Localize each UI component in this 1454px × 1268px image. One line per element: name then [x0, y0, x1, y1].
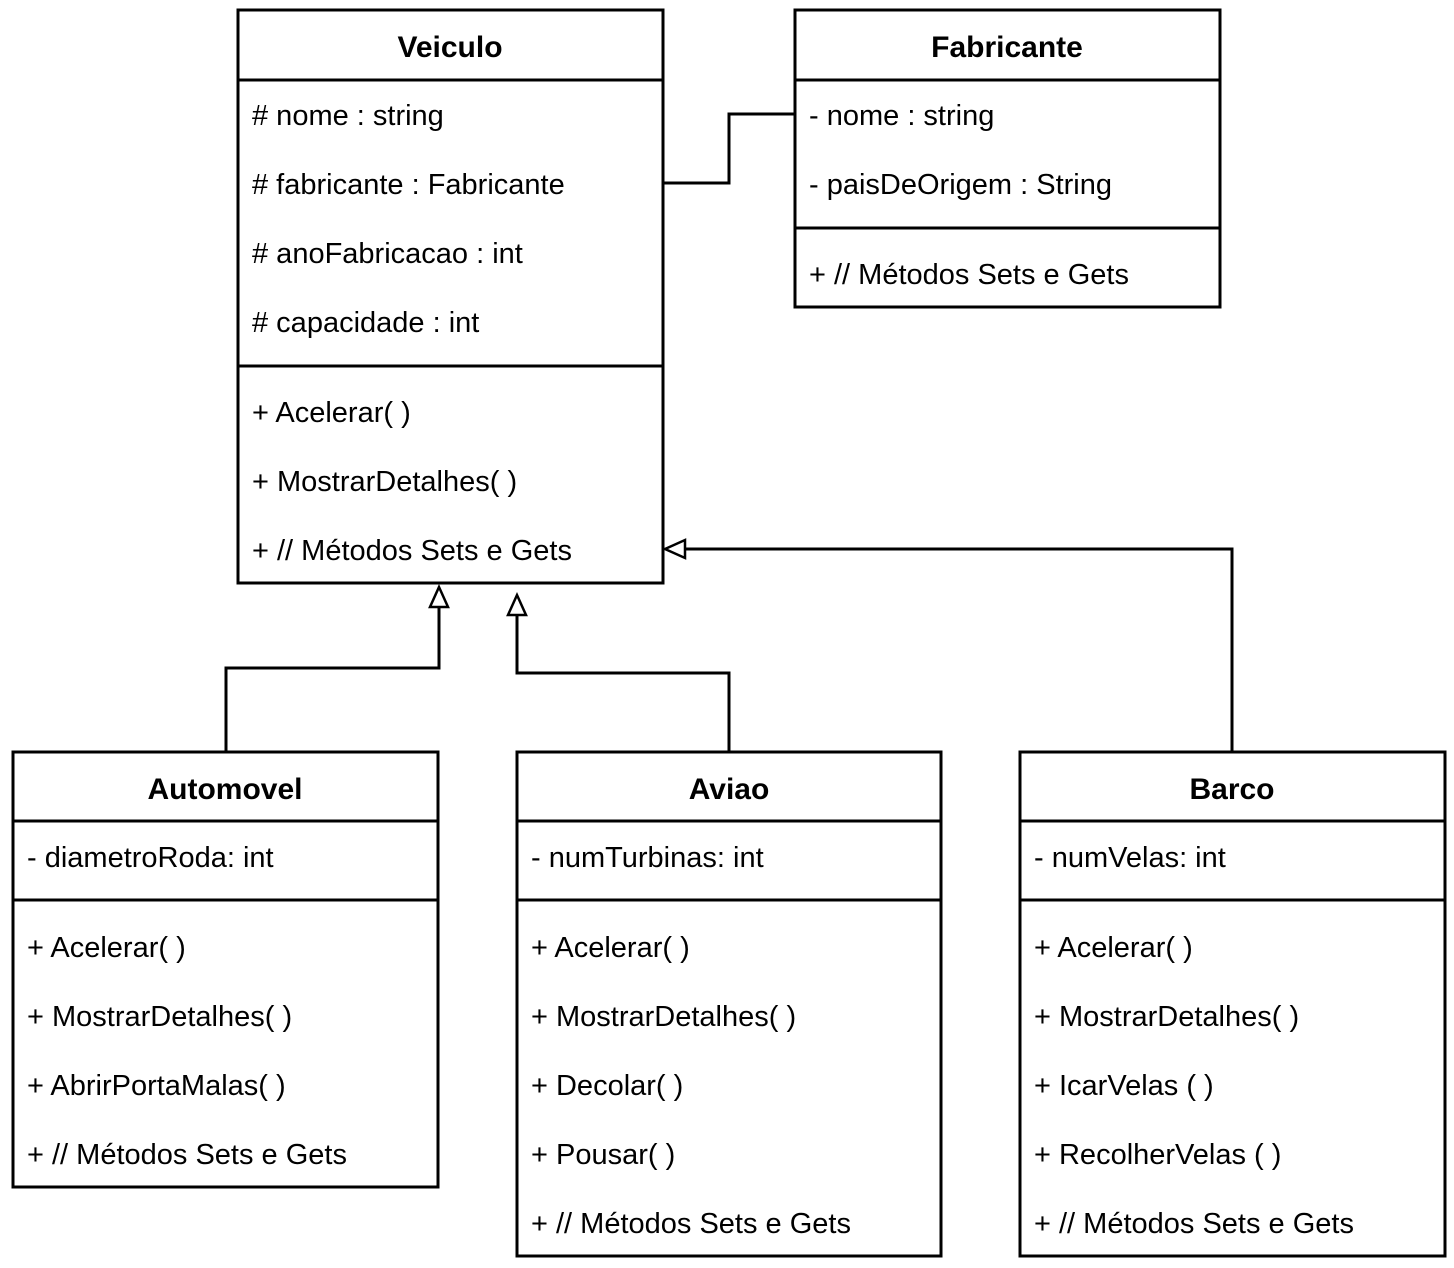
class-box — [515, 750, 943, 1258]
generalization-arrowhead — [661, 538, 687, 560]
method: + MostrarDetalhes( ) — [531, 1001, 796, 1033]
method: + IcarVelas ( ) — [1034, 1070, 1214, 1102]
attribute: - numVelas: int — [1034, 842, 1226, 874]
method: + RecolherVelas ( ) — [1034, 1139, 1281, 1171]
attribute: - diametroRoda: int — [27, 842, 274, 874]
attribute: - numTurbinas: int — [531, 842, 764, 874]
generalization-arrowhead — [506, 591, 528, 617]
method: + AbrirPortaMalas( ) — [27, 1070, 286, 1102]
class-box — [236, 8, 665, 585]
association-veiculo-fabricante — [663, 112, 795, 185]
method: + Acelerar( ) — [27, 932, 186, 964]
class-name: Fabricante — [931, 31, 1083, 64]
class-box — [1018, 750, 1447, 1258]
class-name: Veiculo — [397, 31, 502, 64]
method: + Decolar( ) — [531, 1070, 683, 1102]
connectors — [224, 112, 1234, 752]
class-box — [11, 750, 440, 1189]
method: + // Métodos Sets e Gets — [809, 259, 1129, 291]
class-fabricante: Fabricante - nome : string - paisDeOrige… — [793, 8, 1222, 309]
method: + MostrarDetalhes( ) — [27, 1001, 292, 1033]
method: + // Métodos Sets e Gets — [252, 535, 572, 567]
class-automovel: Automovel - diametroRoda: int + Acelerar… — [11, 750, 440, 1189]
class-veiculo: Veiculo # nome : string # fabricante : F… — [236, 8, 665, 585]
class-box — [793, 8, 1222, 309]
attribute: # fabricante : Fabricante — [252, 169, 565, 201]
method: + Pousar( ) — [531, 1139, 675, 1171]
method: + Acelerar( ) — [531, 932, 690, 964]
class-aviao: Aviao - numTurbinas: int + Acelerar( ) +… — [515, 750, 943, 1258]
class-name: Aviao — [689, 773, 770, 806]
method: + // Métodos Sets e Gets — [1034, 1208, 1354, 1240]
attribute: - paisDeOrigem : String — [809, 169, 1112, 201]
method: + // Métodos Sets e Gets — [27, 1139, 347, 1171]
attribute: - nome : string — [809, 100, 994, 132]
method: + Acelerar( ) — [1034, 932, 1193, 964]
class-name: Barco — [1189, 773, 1274, 806]
method: + MostrarDetalhes( ) — [1034, 1001, 1299, 1033]
attribute: # anoFabricacao : int — [252, 238, 523, 270]
class-barco: Barco - numVelas: int + Acelerar( ) + Mo… — [1018, 750, 1447, 1258]
generalization-aviao-veiculo — [515, 615, 731, 752]
class-name: Automovel — [147, 773, 302, 806]
method: + Acelerar( ) — [252, 397, 411, 429]
method: + // Métodos Sets e Gets — [531, 1208, 851, 1240]
method: + MostrarDetalhes( ) — [252, 466, 517, 498]
attribute: # capacidade : int — [252, 307, 479, 339]
attribute: # nome : string — [252, 100, 444, 132]
generalization-automovel-veiculo — [224, 607, 441, 752]
generalization-arrowhead — [428, 583, 450, 609]
generalization-barco-veiculo — [685, 547, 1234, 752]
